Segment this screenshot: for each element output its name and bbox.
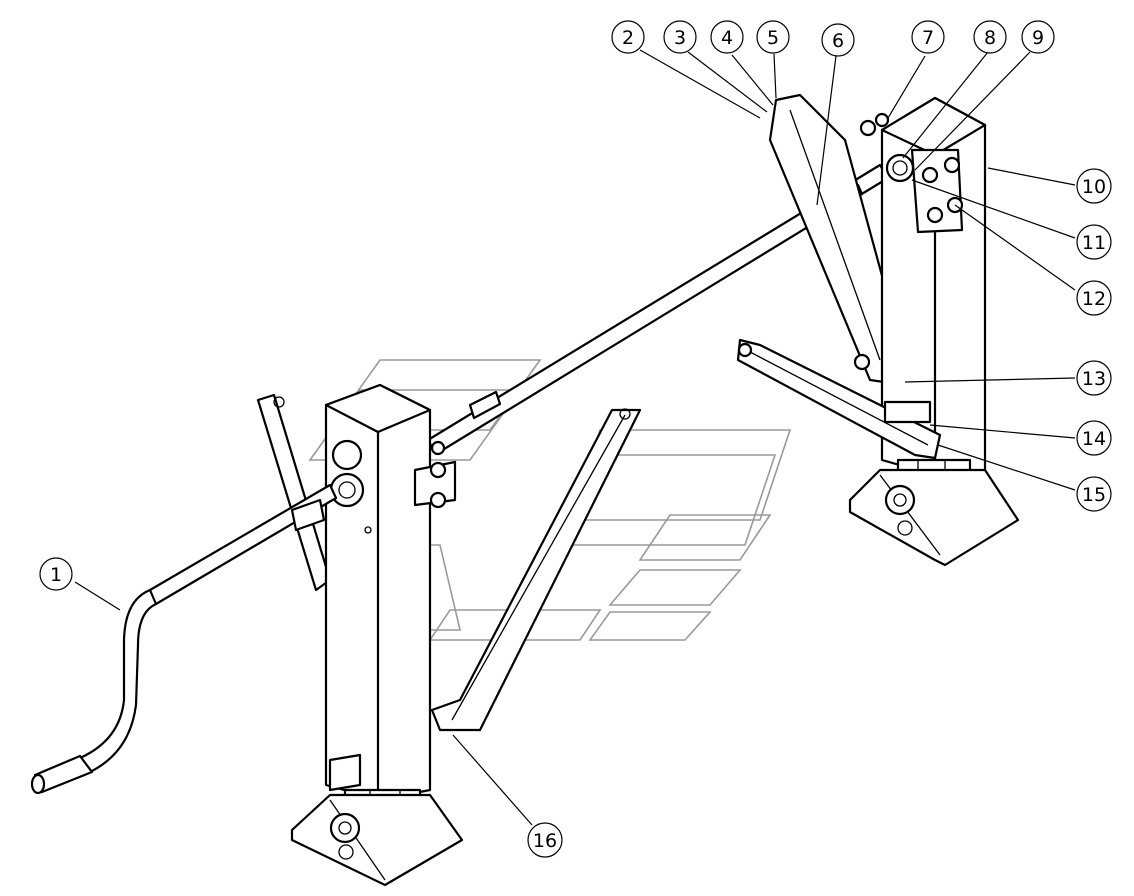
- callout-13-label: 13: [1082, 368, 1106, 390]
- callout-6-label: 6: [832, 30, 844, 52]
- callout-11-label: 11: [1082, 232, 1106, 254]
- callout-6: 6: [821, 23, 855, 57]
- crank-handle: [30, 483, 338, 795]
- callout-7-label: 7: [922, 27, 934, 49]
- callout-5-label: 5: [767, 27, 779, 49]
- callout-16: 16: [527, 822, 563, 858]
- callout-9: 9: [1021, 20, 1055, 54]
- callout-9-label: 9: [1032, 27, 1044, 49]
- callout-4: 4: [710, 20, 744, 54]
- callout-10: 10: [1076, 168, 1112, 204]
- callout-15: 15: [1076, 476, 1112, 512]
- callout-12: 12: [1076, 280, 1112, 316]
- callout-13: 13: [1076, 360, 1112, 396]
- callout-14: 14: [1076, 420, 1112, 456]
- callout-5: 5: [756, 20, 790, 54]
- callout-1-label: 1: [50, 564, 62, 586]
- callout-16-label: 16: [533, 830, 557, 852]
- leader-lines: [74, 49, 1076, 826]
- callout-3-label: 3: [674, 27, 686, 49]
- callout-2-label: 2: [622, 27, 634, 49]
- callout-10-label: 10: [1082, 176, 1106, 198]
- callout-4-label: 4: [721, 27, 733, 49]
- callout-15-label: 15: [1082, 484, 1106, 506]
- callout-3: 3: [663, 20, 697, 54]
- right-diagonal-brace: [768, 93, 907, 387]
- callout-14-label: 14: [1082, 428, 1106, 450]
- callout-11: 11: [1076, 224, 1112, 260]
- callout-1: 1: [39, 557, 73, 591]
- callout-12-label: 12: [1082, 288, 1106, 310]
- left-front-brace: [430, 408, 642, 732]
- callout-8: 8: [973, 20, 1007, 54]
- callout-8-label: 8: [984, 27, 996, 49]
- right-lower-brace: [736, 338, 942, 460]
- left-leg: [290, 383, 464, 887]
- callout-2: 2: [611, 20, 645, 54]
- callout-7: 7: [911, 20, 945, 54]
